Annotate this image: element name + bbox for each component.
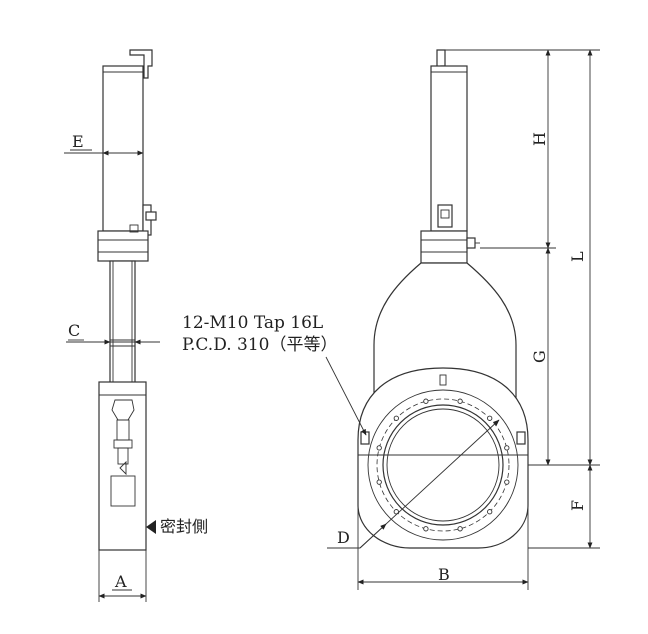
front-yoke-flange — [420, 230, 468, 264]
side-view — [97, 49, 157, 551]
front-view — [357, 49, 592, 549]
bolt-hole — [393, 509, 399, 515]
front-bonnet — [373, 262, 517, 399]
bolt-hole — [423, 398, 429, 404]
bolt-hole — [504, 479, 510, 485]
label-A: A — [114, 572, 127, 591]
front-valve-body — [357, 367, 529, 549]
label-D: D — [337, 528, 350, 547]
label-B: B — [438, 565, 450, 584]
seal-side-label: 密封側 — [160, 517, 208, 536]
side-cylinder — [102, 65, 144, 232]
bolt-hole — [457, 398, 463, 404]
dim-A — [98, 550, 147, 602]
label-F: F — [568, 500, 587, 511]
pcd-circle — [376, 398, 510, 532]
label-L: L — [568, 251, 587, 262]
bolt-hole — [457, 526, 463, 532]
bolt-hole — [504, 445, 510, 451]
callout-leader — [325, 356, 367, 436]
callout-line2: P.C.D. 310（平等） — [182, 335, 337, 355]
side-yoke-column — [109, 260, 136, 387]
dim-E — [64, 149, 144, 156]
front-limit-switch — [437, 204, 453, 228]
label-H: H — [530, 132, 549, 146]
label-G: G — [530, 350, 549, 363]
bolt-hole — [487, 509, 493, 515]
bolt-hole — [376, 479, 382, 485]
front-bore — [382, 404, 504, 526]
dim-C — [66, 339, 160, 345]
seal-side-arrow — [146, 520, 156, 534]
side-yoke-flange — [97, 230, 149, 262]
callout-line1: 12-M10 Tap 16L — [182, 313, 323, 333]
bolt-holes — [376, 398, 510, 532]
bolt-hole — [393, 415, 399, 421]
dim-vertical — [467, 49, 600, 549]
label-C: C — [68, 321, 80, 340]
bolt-hole — [487, 415, 493, 421]
dim-B — [357, 505, 529, 590]
bolt-hole — [376, 445, 382, 451]
side-top-bracket — [129, 49, 153, 79]
dim-D — [327, 419, 500, 549]
bolt-hole — [423, 526, 429, 532]
front-flange-outer — [367, 389, 519, 541]
label-E: E — [72, 132, 84, 151]
